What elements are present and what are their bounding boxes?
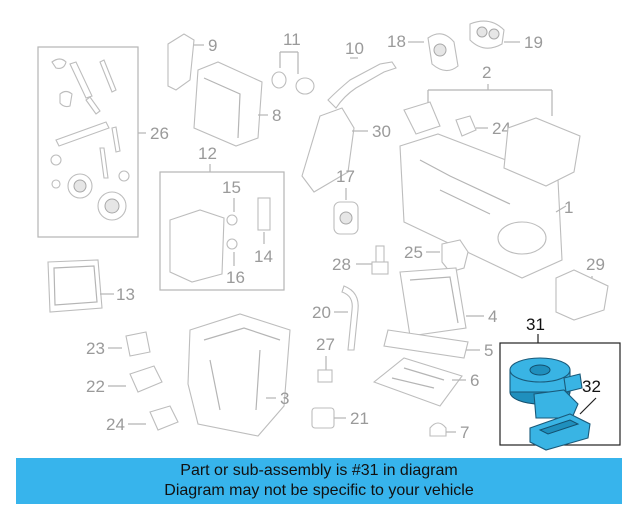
label-3: 3 — [280, 389, 289, 408]
label-15: 15 — [222, 178, 241, 197]
part-11-o-rings — [271, 71, 315, 95]
label-18: 18 — [387, 32, 406, 51]
part-23-bracket — [125, 331, 151, 357]
label-6: 6 — [470, 371, 479, 390]
part-20-drain-hose — [341, 285, 359, 351]
banner-line-2: Diagram may not be specific to your vehi… — [164, 482, 474, 499]
label-24-bottom: 24 — [106, 415, 125, 434]
group-box-26 — [37, 46, 139, 238]
label-8: 8 — [272, 106, 281, 125]
label-27: 27 — [316, 335, 335, 354]
part-9-bracket — [167, 33, 195, 91]
part-3-lower-housing — [187, 313, 291, 437]
part-12-expansion-valve — [169, 197, 271, 283]
label-32: 32 — [582, 377, 601, 396]
label-23: 23 — [86, 339, 105, 358]
part-26-linkage — [50, 58, 130, 221]
part-6-cover — [372, 357, 463, 407]
part-30-bracket — [301, 107, 355, 193]
label-10: 10 — [345, 39, 364, 58]
part-8-evaporator — [193, 61, 263, 147]
label-2: 2 — [482, 63, 491, 82]
part-1-hvac-housing — [399, 101, 581, 279]
part-19-seal — [469, 20, 505, 49]
label-17: 17 — [336, 167, 355, 186]
group-box-12 — [159, 171, 285, 291]
part-7-grommet — [429, 422, 447, 437]
part-13-cabin-filter — [47, 259, 103, 313]
label-4: 4 — [488, 307, 497, 326]
part-28-fastener — [371, 245, 389, 275]
label-20: 20 — [312, 303, 331, 322]
part-18-seal — [427, 33, 459, 72]
label-29: 29 — [586, 255, 605, 274]
part-31-blower-motor — [509, 357, 583, 419]
label-25: 25 — [404, 243, 423, 262]
label-28: 28 — [332, 255, 351, 274]
info-banner: Part or sub-assembly is #31 in diagram D… — [16, 458, 622, 504]
label-14: 14 — [254, 247, 273, 266]
label-24-top: 24 — [492, 119, 511, 138]
banner-line-1: Part or sub-assembly is #31 in diagram — [180, 462, 458, 479]
label-5: 5 — [484, 341, 493, 360]
label-1: 1 — [564, 198, 573, 217]
part-24-bracket-top — [455, 115, 477, 137]
part-17-actuator — [333, 201, 359, 235]
label-11: 11 — [283, 30, 301, 49]
label-26: 26 — [150, 124, 169, 143]
part-32-blower-control-module — [529, 413, 591, 451]
part-4-filter — [399, 267, 467, 337]
label-30: 30 — [372, 122, 391, 141]
label-7: 7 — [460, 423, 469, 442]
label-12: 12 — [198, 144, 217, 163]
part-29-bracket — [555, 269, 609, 321]
label-31: 31 — [526, 315, 545, 334]
label-16: 16 — [226, 268, 245, 287]
label-22: 22 — [86, 377, 105, 396]
part-10-pipe — [327, 61, 397, 109]
part-21-resistor — [311, 407, 335, 429]
label-21: 21 — [350, 409, 369, 428]
part-24-bracket-bottom — [149, 405, 179, 431]
part-27-connector — [317, 369, 333, 383]
part-22-bracket — [129, 365, 163, 393]
part-25-sensor — [441, 239, 469, 273]
label-9: 9 — [208, 36, 217, 55]
label-13: 13 — [116, 285, 135, 304]
part-5-seal — [383, 329, 469, 359]
label-19: 19 — [524, 33, 543, 52]
